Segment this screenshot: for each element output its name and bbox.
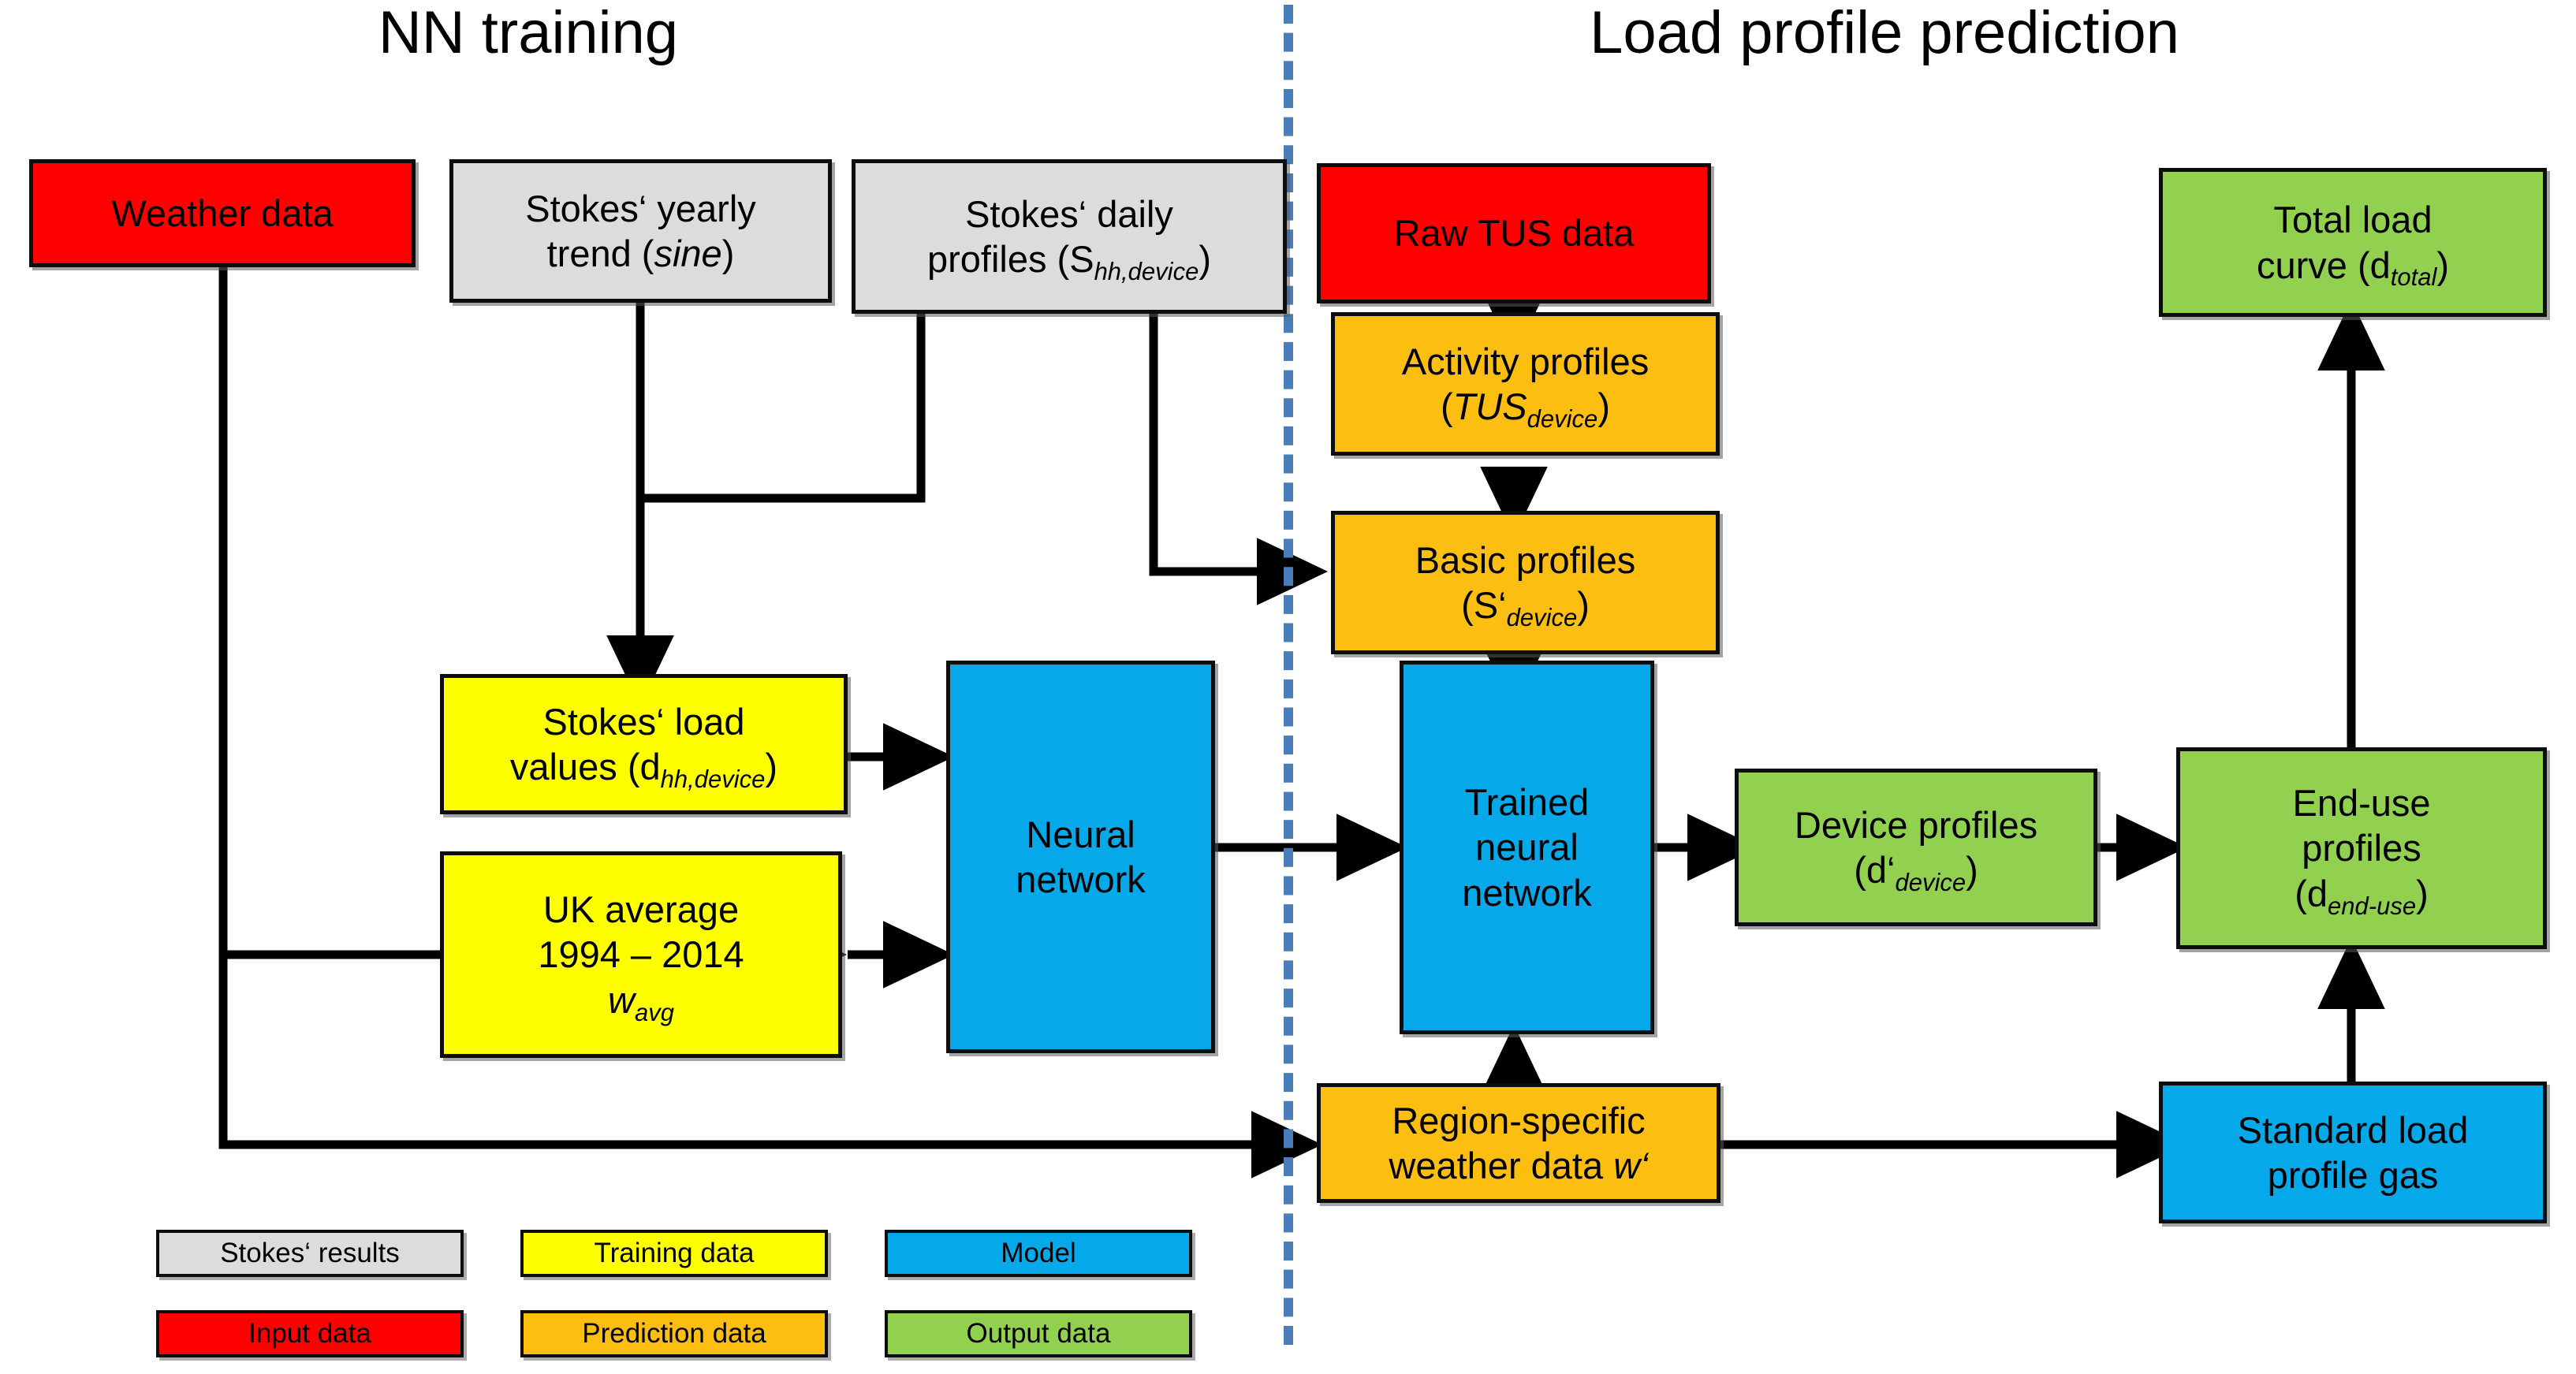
node-end-use-profiles-line2: profiles (2302, 827, 2421, 869)
node-standard-load-profile-gas-line1: Standard load (2237, 1108, 2469, 1151)
legend-item-output-data-label: Output data (966, 1318, 1111, 1349)
node-activity-profiles-line2: (TUSdevice) (1441, 385, 1610, 433)
node-device-profiles-line1: Device profiles (1794, 803, 2038, 846)
node-neural-network[interactable]: Neural network (946, 661, 1215, 1053)
node-standard-load-profile-gas[interactable]: Standard load profile gas (2159, 1082, 2547, 1223)
node-raw-tus-data[interactable]: Raw TUS data (1317, 163, 1711, 303)
legend-item-stokes-results-label: Stokes‘ results (220, 1238, 400, 1268)
legend-item-training-data[interactable]: Training data (520, 1230, 828, 1277)
node-uk-average-line3: wavg (608, 978, 674, 1026)
node-stokes-daily-profiles-line2: profiles (Shh,device) (926, 238, 1211, 285)
section-divider (1284, 5, 1293, 1345)
legend-item-prediction-data-label: Prediction data (582, 1318, 766, 1349)
legend-item-model[interactable]: Model (885, 1230, 1192, 1277)
node-total-load-curve[interactable]: Total load curve (dtotal) (2159, 168, 2547, 317)
node-weather-data[interactable]: Weather data (29, 159, 416, 267)
node-stokes-yearly-trend[interactable]: Stokes‘ yearly trend (sine) (449, 159, 832, 303)
node-raw-tus-data-label: Raw TUS data (1393, 212, 1635, 255)
node-region-specific-weather-line2: weather data w‘ (1389, 1145, 1649, 1186)
node-neural-network-line1: Neural (1026, 813, 1135, 855)
node-basic-profiles[interactable]: Basic profiles (S‘device) (1331, 511, 1720, 654)
node-region-specific-weather-line1: Region-specific (1392, 1099, 1646, 1141)
section-title-load-profile-prediction: Load profile prediction (1590, 0, 2179, 66)
node-trained-neural-network-line2: neural (1475, 826, 1579, 869)
node-trained-neural-network-line3: network (1462, 871, 1592, 914)
legend-item-output-data[interactable]: Output data (885, 1310, 1192, 1357)
node-total-load-curve-line2: curve (dtotal) (2256, 244, 2450, 292)
node-stokes-daily-profiles-line1: Stokes‘ daily (965, 192, 1173, 235)
node-stokes-yearly-trend-line1: Stokes‘ yearly (525, 187, 756, 229)
section-title-nn-training: NN training (378, 0, 679, 66)
node-total-load-curve-line1: Total load (2273, 199, 2432, 241)
node-end-use-profiles-line1: End-use (2292, 782, 2431, 824)
node-standard-load-profile-gas-line2: profile gas (2267, 1154, 2439, 1196)
node-weather-data-label: Weather data (111, 192, 334, 234)
node-device-profiles-line2: (d‘device) (1854, 849, 1978, 896)
node-trained-neural-network-line1: Trained (1464, 781, 1590, 823)
node-end-use-profiles[interactable]: End-use profiles (dend-use) (2176, 747, 2547, 949)
node-basic-profiles-line1: Basic profiles (1415, 538, 1636, 581)
node-end-use-profiles-line3: (dend-use) (2295, 872, 2429, 920)
legend-item-input-data-label: Input data (248, 1318, 371, 1349)
legend-item-prediction-data[interactable]: Prediction data (520, 1310, 828, 1357)
legend-item-training-data-label: Training data (594, 1238, 755, 1268)
node-neural-network-line2: network (1016, 858, 1146, 900)
legend-item-input-data[interactable]: Input data (156, 1310, 464, 1357)
node-uk-average-line2: 1994 – 2014 (538, 933, 744, 976)
node-activity-profiles[interactable]: Activity profiles (TUSdevice) (1331, 312, 1720, 456)
node-stokes-daily-profiles[interactable]: Stokes‘ daily profiles (Shh,device) (852, 159, 1287, 314)
node-stokes-load-values-line2: values (dhh,device) (509, 746, 778, 793)
legend-item-model-label: Model (1001, 1238, 1076, 1268)
node-activity-profiles-line1: Activity profiles (1401, 340, 1650, 382)
node-stokes-load-values-line1: Stokes‘ load (542, 700, 745, 743)
node-trained-neural-network[interactable]: Trained neural network (1400, 661, 1654, 1034)
node-uk-average[interactable]: UK average 1994 – 2014 wavg (440, 851, 842, 1058)
node-basic-profiles-line2: (S‘device) (1461, 584, 1590, 631)
node-stokes-load-values[interactable]: Stokes‘ load values (dhh,device) (440, 674, 848, 814)
node-uk-average-line1: UK average (542, 888, 740, 930)
legend-item-stokes-results[interactable]: Stokes‘ results (156, 1230, 464, 1277)
edge-daily-merge-stub (640, 314, 926, 503)
node-device-profiles[interactable]: Device profiles (d‘device) (1735, 769, 2097, 926)
node-stokes-yearly-trend-line2: trend (sine) (546, 233, 735, 274)
node-region-specific-weather[interactable]: Region-specific weather data w‘ (1317, 1083, 1720, 1203)
